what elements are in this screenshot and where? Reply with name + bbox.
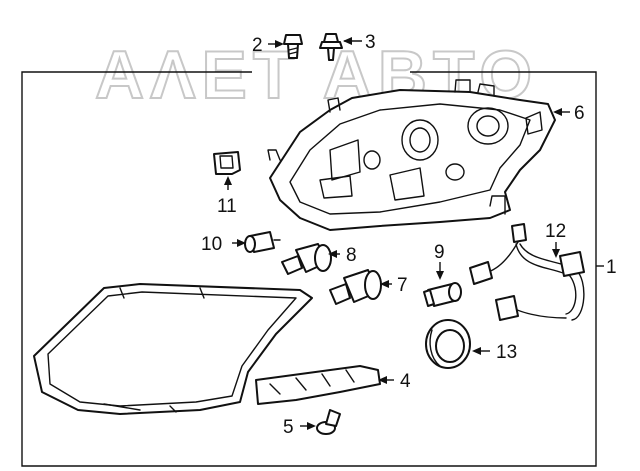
watermark-text: ΑΛΕΤ ΑΒΤΟ	[95, 37, 538, 113]
callout-3: 3	[365, 32, 376, 53]
callout-8: 8	[346, 245, 357, 266]
harness-part-12	[469, 223, 585, 321]
callout-5-arrow	[307, 422, 316, 430]
callout-11-arrow	[224, 176, 232, 185]
callout-12-arrow	[552, 249, 560, 258]
callout-13: 13	[496, 342, 517, 363]
callout-6: 6	[574, 103, 585, 124]
callout-2-arrow	[275, 40, 284, 48]
callout-11: 11	[217, 196, 237, 217]
bulb-part-7	[329, 269, 382, 305]
callout-13-arrow	[472, 347, 481, 355]
assembly-frame	[21, 71, 597, 467]
headlamp-lens	[33, 283, 313, 415]
callout-10: 10	[201, 234, 222, 255]
callout-9-arrow	[436, 271, 444, 280]
bulb-part-10	[244, 231, 281, 253]
callout-7: 7	[397, 275, 408, 296]
callout-8-arrow	[328, 250, 337, 258]
clip-part-3	[319, 33, 343, 61]
callout-10-arrow	[237, 239, 246, 247]
bulb-part-8	[281, 243, 332, 275]
callout-3-arrow	[343, 37, 352, 45]
callout-6-arrow	[553, 108, 562, 116]
screw-part-5	[316, 409, 341, 435]
callout-12: 12	[545, 221, 566, 242]
callout-1: 1	[606, 257, 617, 278]
callout-4: 4	[400, 371, 411, 392]
callout-2: 2	[252, 35, 263, 56]
callout-7-arrow	[380, 280, 389, 288]
cap-part-13	[425, 319, 471, 369]
socket-part-11	[213, 151, 241, 175]
headlamp-housing	[267, 79, 556, 231]
callout-4-arrow	[378, 376, 387, 384]
callout-5: 5	[283, 417, 294, 438]
screw-part-2	[283, 34, 303, 59]
bulb-part-9	[423, 282, 462, 307]
bracket-part-4	[255, 365, 381, 405]
callout-9: 9	[434, 242, 445, 263]
